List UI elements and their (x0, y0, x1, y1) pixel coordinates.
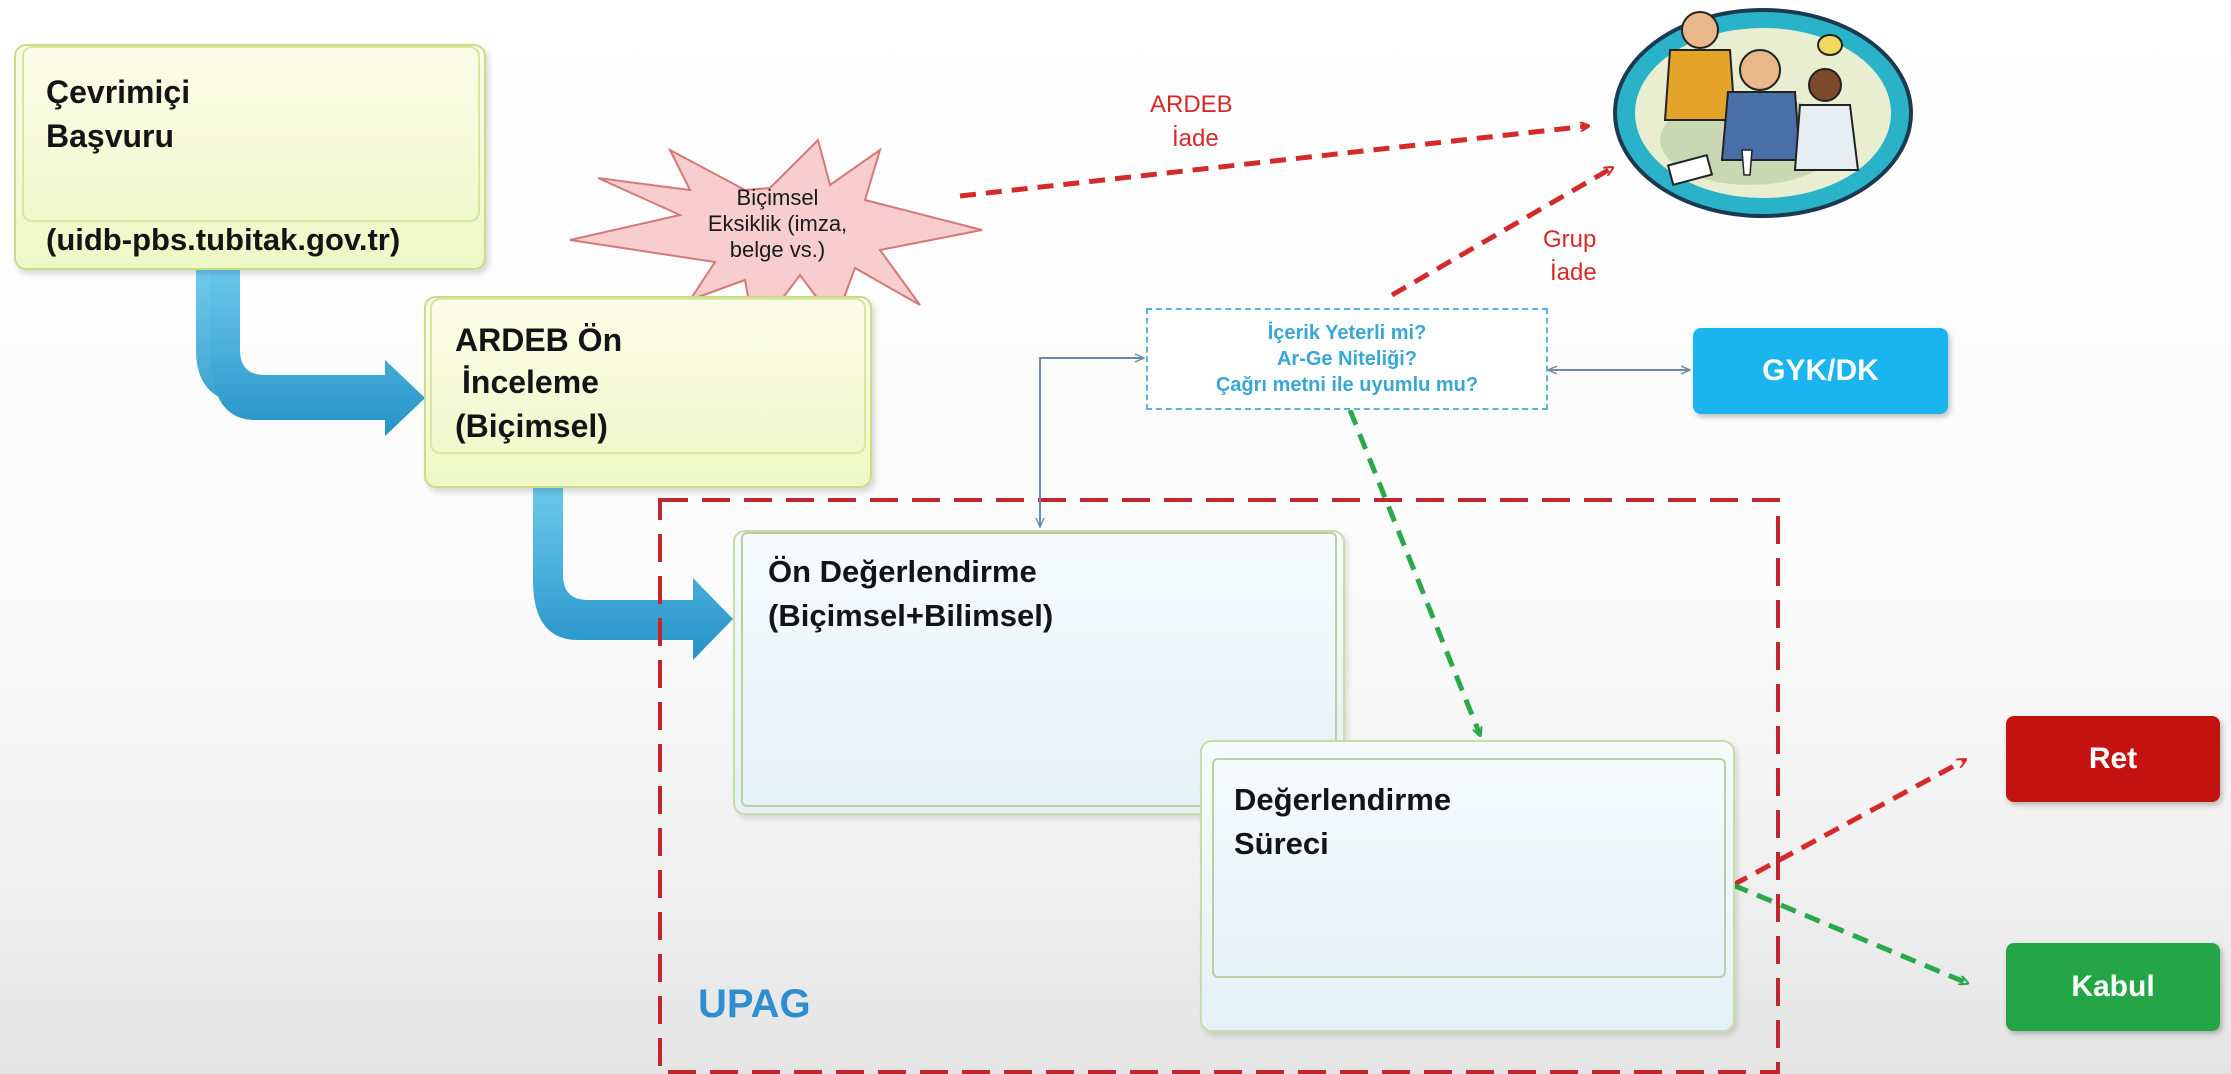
on-inceleme-line3: (Biçimsel) (455, 408, 608, 444)
on-inceleme-line1: ARDEB Ön (455, 322, 623, 358)
grup-label: Grup (1543, 226, 1597, 253)
url-label: (uidb-pbs.tubitak.gov.tr) (46, 222, 401, 257)
kabul-button[interactable]: Kabul (2006, 943, 2220, 1031)
on-inceleme-line2: İnceleme (462, 364, 599, 400)
degerlendirme-box (1200, 740, 1735, 1032)
grup-iade-arrow (1390, 165, 1612, 298)
ardeb-iade-arrow (959, 126, 1588, 199)
flow-arrow-1 (196, 265, 425, 436)
kabul-arrow (1732, 882, 1967, 983)
question-line2: Ar-Ge Niteliği? (1276, 348, 1417, 370)
on-degerlendirme-line2: (Biçimsel+Bilimsel) (768, 598, 1054, 633)
starburst-line2: Eksiklik (imza, (707, 211, 848, 236)
flow-arrow-2 (533, 485, 733, 660)
grup-iade-label: İade (1550, 259, 1597, 286)
upag-label: UPAG (698, 982, 811, 1026)
starburst-line1: Biçimsel (736, 185, 819, 210)
gyk-dk-button[interactable]: GYK/DK (1693, 328, 1948, 414)
question-box: İçerik Yeterli mi? Ar-Ge Niteliği? Çağrı… (1146, 308, 1548, 410)
ret-button[interactable]: Ret (2006, 716, 2220, 802)
degerlendirme-line2: Süreci (1234, 826, 1329, 861)
ardeb-label: ARDEB (1150, 91, 1233, 118)
upag-region (658, 498, 1780, 1074)
starburst-text: Biçimsel Eksiklik (imza, belge vs.) (690, 185, 865, 263)
ardeb-iade-label: İade (1172, 125, 1219, 152)
cevrimici-basvuru-box (14, 44, 486, 270)
cevrimici-label: Çevrimiçi (46, 74, 191, 110)
question-line1: İçerik Yeterli mi? (1267, 322, 1427, 344)
degerlendirme-line1: Değerlendirme (1234, 782, 1452, 817)
to-degerlendirme-arrow (1347, 409, 1480, 735)
starburst-line3: belge vs.) (729, 237, 826, 262)
basvuru-label: Başvuru (46, 118, 175, 154)
on-degerlendirme-line1: Ön Değerlendirme (768, 554, 1037, 589)
on-inceleme-box (424, 296, 872, 488)
meeting-people-icon (1613, 8, 1913, 218)
ret-arrow (1731, 757, 1965, 888)
question-line3: Çağrı metni ile uyumlu mu? (1215, 374, 1479, 396)
